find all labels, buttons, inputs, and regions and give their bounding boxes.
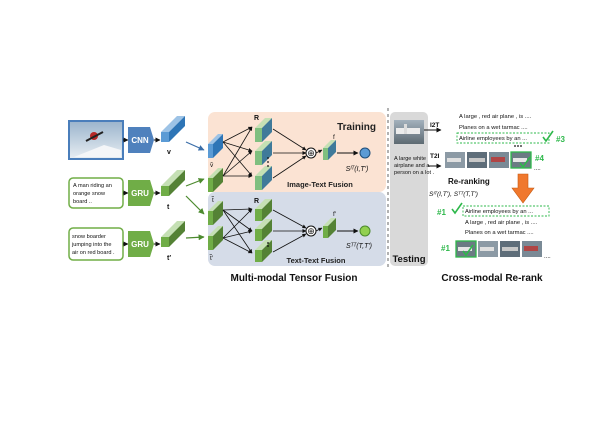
image-text-merge: [272, 128, 307, 179]
reranked-result-2: A large , red air plane , is ....: [465, 220, 538, 226]
score-node-tt: [359, 225, 371, 237]
test-query-image: [394, 120, 424, 144]
rerank-arrow: [511, 173, 535, 204]
rank-badge-3: #3: [556, 135, 565, 144]
image-text-r-bars: [255, 118, 272, 190]
cross-modal-title: Cross-modal Re-rank: [441, 273, 543, 284]
score-node-it: [359, 147, 371, 159]
gru-encoder-2: [128, 231, 154, 257]
rank-badge-1a: #1: [437, 208, 446, 217]
tensor-fusion-title: Multi-modal Tensor Fusion: [230, 273, 357, 284]
t-tilde-prime-vector: [208, 226, 223, 250]
t2i-label: T2I: [430, 153, 440, 160]
training-panel: [208, 112, 386, 192]
query-caption-1: A large white: [394, 156, 426, 162]
i2t-result-1: A large , red air plane , is ....: [459, 114, 532, 120]
rerank-label: Re-ranking: [448, 177, 490, 186]
text-fusion-panel: [208, 192, 386, 266]
score-it: Sᴵᵀ(I,T′): [346, 166, 369, 173]
caption-1-line-3: board ..: [73, 199, 92, 205]
caption-2-line-2: jumping into the: [71, 242, 112, 248]
f-prime-label: f′: [333, 211, 337, 218]
t-label: t: [167, 204, 170, 211]
r-label-1: R: [254, 115, 259, 122]
query-caption-2: airplane and a: [394, 163, 430, 169]
i2t-label: I2T: [430, 122, 439, 129]
training-label: Training: [337, 122, 376, 133]
gru-2-label: GRU: [131, 240, 149, 249]
text-text-merge: [272, 209, 307, 253]
text-text-fanout: [222, 207, 253, 254]
gru-1-label: GRU: [131, 189, 149, 198]
v-tilde-label: ṽ: [210, 162, 214, 169]
caption-2-line-3: air on red board .: [72, 250, 115, 256]
check-icon-4: [462, 244, 474, 257]
t-tilde-label: t̃: [211, 196, 215, 204]
check-icon-3: [451, 202, 463, 215]
check-icon-2: [519, 156, 531, 169]
f-vector: [323, 140, 336, 160]
reranked-highlight-box: [462, 205, 550, 217]
f-label: f: [333, 134, 335, 141]
r-label-2: R: [254, 198, 259, 205]
v-tilde-vector: [208, 134, 223, 158]
t-tilde-vector: [208, 168, 223, 192]
caption-2-line-1: snow boarder: [72, 234, 106, 240]
t2i-image-strip: [445, 151, 532, 169]
t-prime-label: t′: [167, 255, 171, 262]
v-feature-vector: [161, 116, 185, 142]
v-label: v: [167, 149, 171, 156]
text-text-fusion-label: Text-Text Fusion: [287, 256, 346, 265]
query-caption-3: person on a lot .: [394, 170, 435, 176]
sum-symbol-2: ⊕: [307, 226, 315, 236]
reranked-result-1: Airline employees by an ...: [465, 209, 533, 215]
rerank-scores: Sᴵᵀ(I,T′), Sᵀᵀ(T,T′): [429, 191, 478, 198]
t-tilde-prime-label: t̃′: [209, 254, 214, 262]
i2t-highlight-box: [456, 132, 550, 144]
f-prime-vector: [323, 218, 336, 238]
t-feature-vector: [161, 170, 185, 196]
testing-panel: [390, 112, 428, 266]
sum-symbol-1: ⊕: [307, 148, 315, 158]
reranked-image-strip: [455, 240, 542, 258]
snowboard-input-image: [68, 120, 124, 160]
rank-badge-1b: #1: [441, 244, 450, 253]
score-tt: Sᵀᵀ(T,T′): [346, 243, 372, 250]
text-text-r-bars: [255, 199, 272, 262]
check-icon-1: [542, 130, 554, 143]
caption-1-line-2: orange snow: [73, 191, 106, 197]
t2i-ellipsis-2: ....: [544, 254, 551, 260]
cnn-encoder: [128, 127, 154, 153]
t2i-ellipsis-1: ....: [534, 166, 541, 172]
caption-1-line-1: A man riding an: [73, 183, 112, 189]
i2t-result-3: Airline employees by an ...: [459, 136, 527, 142]
image-text-fanout: [222, 126, 253, 178]
t-tilde-2-vector: [208, 201, 223, 225]
reranked-result-3: Planes on a wet tarmac ....: [465, 230, 534, 236]
t-prime-feature-vector: [161, 221, 185, 247]
rank-badge-4: #4: [535, 154, 544, 163]
image-text-fusion-label: Image-Text Fusion: [287, 180, 353, 189]
i2t-result-2: Planes on a wet tarmac ....: [459, 125, 528, 131]
testing-label: Testing: [392, 254, 425, 265]
gru-encoder-1: [128, 180, 154, 206]
cnn-label: CNN: [131, 136, 149, 145]
